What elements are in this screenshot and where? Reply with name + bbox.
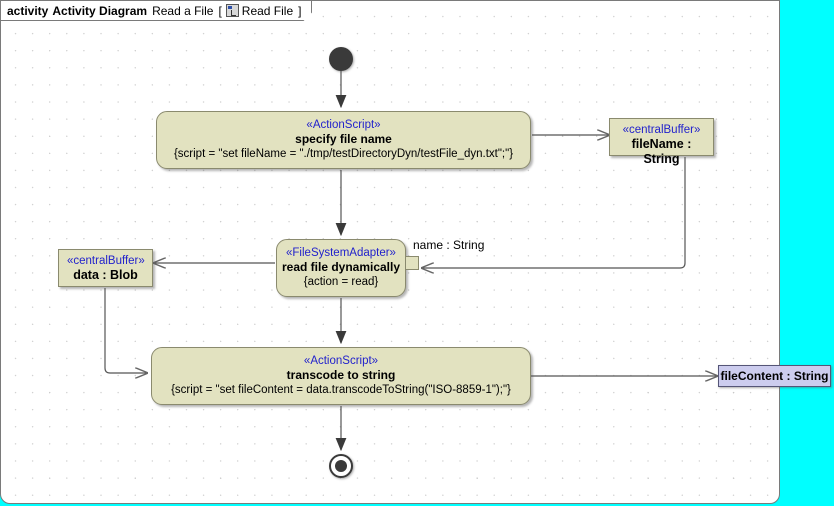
action-name: specify file name (295, 132, 392, 146)
bracket-open: [ (218, 3, 222, 18)
action-name: read file dynamically (281, 260, 401, 274)
frame-keyword: activity (7, 3, 49, 18)
tagged-value: {action = read} (303, 276, 379, 288)
edge-layer (104, 71, 686, 452)
output-pin-filecontent[interactable]: fileContent : String (718, 365, 831, 387)
central-buffer-data[interactable]: «centralBuffer» data : Blob (58, 249, 153, 287)
input-pin-label: name : String (413, 238, 485, 252)
frame-diagram-type: Activity Diagram (52, 3, 148, 18)
edge-data-to-transcode (104, 288, 147, 373)
activity-diagram-frame: «ActionScript» specify file name {script… (0, 0, 780, 504)
stereotype-label: «ActionScript» (306, 119, 381, 131)
action-specify-file-name[interactable]: «ActionScript» specify file name {script… (156, 111, 531, 169)
stereotype-label: «FileSystemAdapter» (286, 247, 396, 259)
input-pin[interactable] (405, 256, 419, 270)
tagged-value: {script = "set fileName = "./tmp/testDir… (173, 148, 514, 160)
central-buffer-filename[interactable]: «centralBuffer» fileName : String (609, 118, 714, 166)
buffer-name: data : Blob (73, 268, 138, 282)
bracket-close: ] (298, 3, 302, 18)
frame-diagram-name: Read a File (152, 3, 214, 18)
stereotype-label: «centralBuffer» (622, 124, 701, 136)
stereotype-label: «centralBuffer» (67, 255, 145, 267)
action-transcode-to-string[interactable]: «ActionScript» transcode to string {scri… (151, 347, 531, 405)
final-node[interactable] (329, 454, 353, 478)
tagged-value: {script = "set fileContent = data.transc… (171, 384, 511, 396)
action-name: transcode to string (286, 368, 396, 382)
action-read-file-dynamically[interactable]: «FileSystemAdapter» read file dynamicall… (276, 239, 406, 297)
frame-element-name: Read File (241, 3, 294, 18)
activity-diagram-icon (226, 4, 239, 17)
buffer-name: fileName : String (631, 137, 692, 166)
stereotype-label: «ActionScript» (303, 355, 379, 367)
frame-title: activity Activity Diagram Read a File [ … (1, 1, 312, 21)
edge-filename-to-read-pin (422, 157, 686, 268)
initial-node[interactable] (329, 47, 353, 71)
